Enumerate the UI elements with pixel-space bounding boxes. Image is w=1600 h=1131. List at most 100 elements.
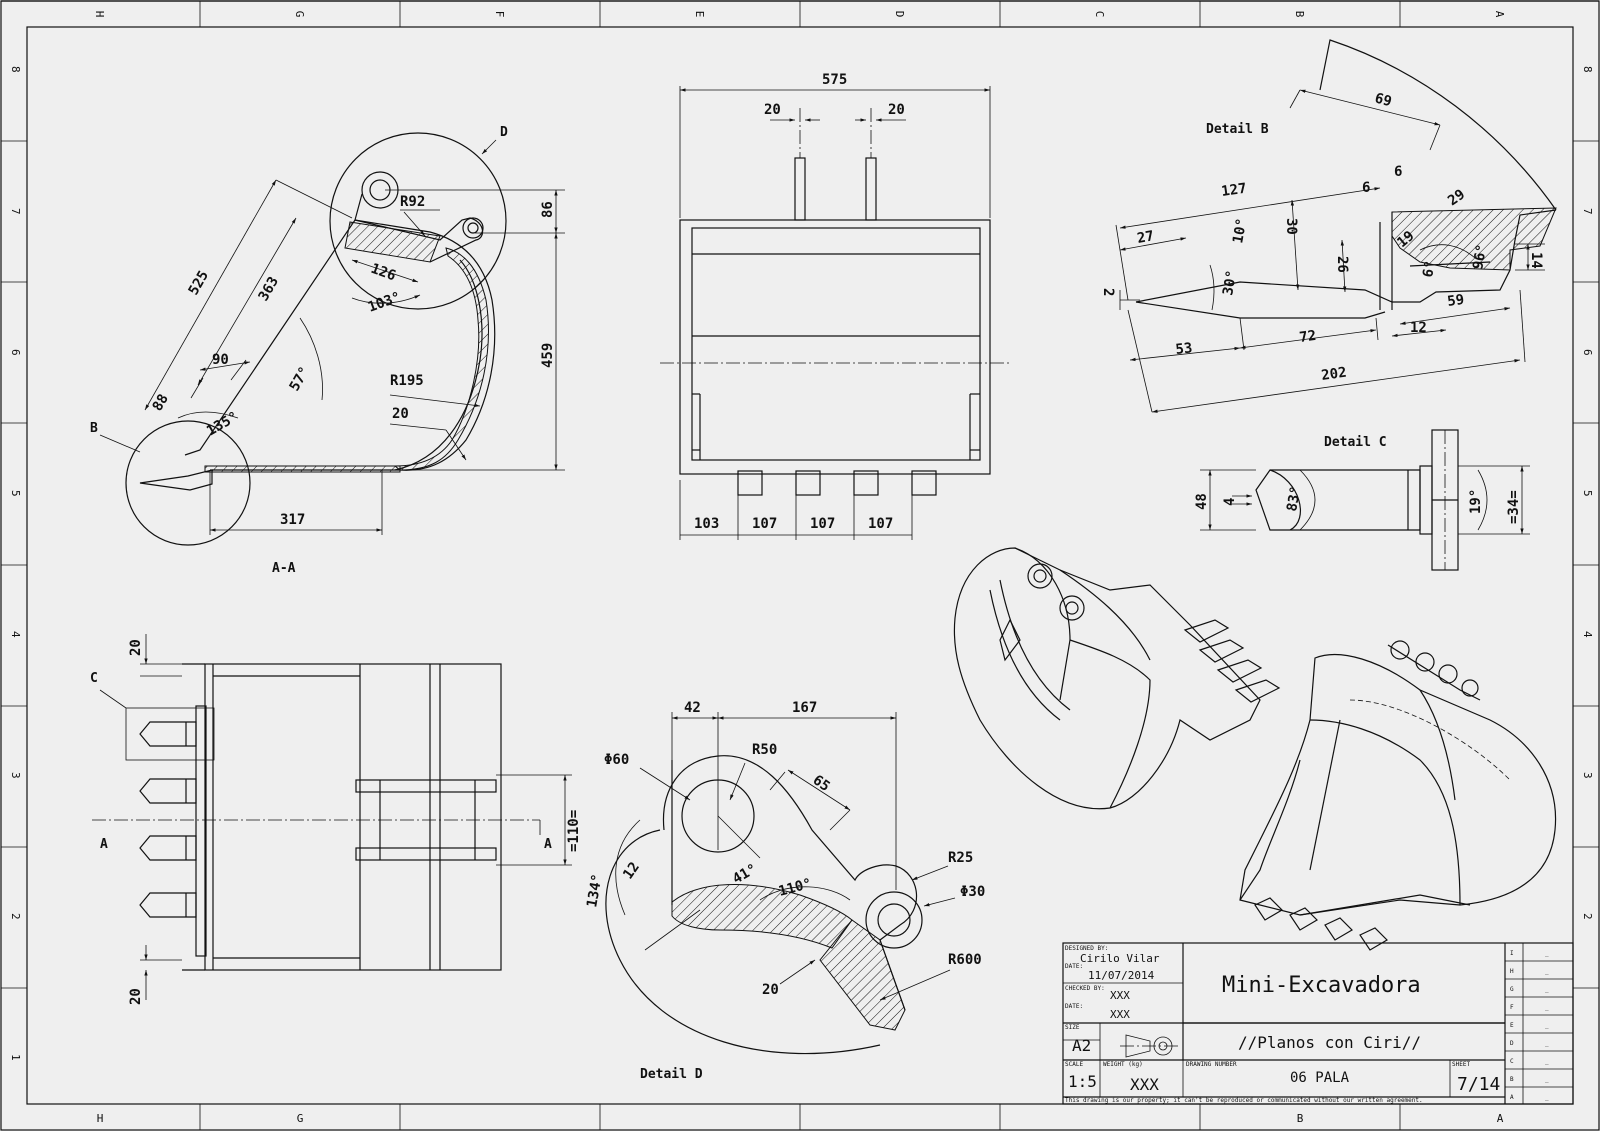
sheet-label: SHEET bbox=[1452, 1061, 1470, 1068]
scale-value: 1:5 bbox=[1068, 1072, 1097, 1091]
revision-value: _ bbox=[1545, 1022, 1549, 1029]
dim-29: 29 bbox=[1445, 187, 1468, 210]
dim-4: 4 bbox=[1222, 498, 1238, 506]
date2-label: DATE: bbox=[1065, 1003, 1083, 1010]
drawing-number-label: DRAWING NUMBER bbox=[1186, 1061, 1237, 1068]
detail-d-label: Detail D bbox=[640, 1067, 703, 1082]
revision-value: _ bbox=[1545, 986, 1549, 993]
checked-by-label: CHECKED BY: bbox=[1065, 985, 1105, 992]
revision-letter: H bbox=[1510, 968, 1514, 975]
row-label: 5 bbox=[9, 490, 22, 497]
dim-103: 103 bbox=[694, 516, 719, 532]
dim-363: 363 bbox=[256, 274, 283, 304]
revision-letter: D bbox=[1510, 1040, 1514, 1047]
dim-96-deg: 96° bbox=[1470, 243, 1490, 271]
drawing-subtitle: //Planos con Ciri// bbox=[1238, 1033, 1421, 1052]
drawing-title: Mini-Excavadora bbox=[1222, 973, 1421, 998]
revision-value: _ bbox=[1545, 950, 1549, 957]
scale-label: SCALE bbox=[1065, 1061, 1083, 1068]
dim-20-top: 20 bbox=[128, 639, 144, 656]
dim-27: 27 bbox=[1136, 228, 1155, 247]
dim-10-deg: 10° bbox=[1230, 217, 1250, 245]
revision-value: _ bbox=[1545, 1094, 1549, 1101]
row-label: 8 bbox=[1581, 66, 1594, 73]
dim-30: 30 bbox=[1283, 218, 1299, 235]
dim-19-deg: 19° bbox=[1468, 489, 1484, 514]
col-label: A bbox=[1497, 1112, 1504, 1125]
dim-6-a: 6 bbox=[1362, 180, 1370, 196]
col-label: C bbox=[1093, 11, 1106, 18]
detail-c-marker: C bbox=[90, 671, 98, 686]
dim-r600: R600 bbox=[948, 952, 982, 968]
col-label: H bbox=[93, 11, 106, 18]
plan-view: 20 20 =110= A A C bbox=[90, 634, 582, 1005]
dim-167: 167 bbox=[792, 700, 817, 716]
dim-42: 42 bbox=[684, 700, 701, 716]
dim-107-b: 107 bbox=[810, 516, 835, 532]
dim-134: 134° bbox=[584, 873, 606, 909]
revision-letter: G bbox=[1510, 986, 1514, 993]
detail-b-view: 69 127 6 6 29 27 10° 30 26 19 6° 96° 14 … bbox=[1100, 39, 1557, 413]
dim-110: =110= bbox=[566, 810, 582, 852]
dim-88: 88 bbox=[150, 391, 172, 414]
dim-107-c: 107 bbox=[868, 516, 893, 532]
col-label: A bbox=[1493, 11, 1506, 18]
row-label: 7 bbox=[1581, 208, 1594, 215]
dim-525: 525 bbox=[186, 268, 213, 298]
col-label: G bbox=[293, 11, 306, 18]
drawing-number: 06 PALA bbox=[1290, 1070, 1350, 1086]
col-label: H bbox=[97, 1112, 104, 1125]
dim-34: =34= bbox=[1506, 490, 1522, 524]
row-label: 3 bbox=[9, 772, 22, 779]
detail-d-marker: D bbox=[500, 125, 508, 140]
dim-14: 14 bbox=[1528, 252, 1544, 269]
revision-value: _ bbox=[1545, 1040, 1549, 1047]
weight-value: XXX bbox=[1130, 1075, 1159, 1094]
dim-103: 103° bbox=[366, 289, 403, 316]
dim-r25: R25 bbox=[948, 850, 973, 866]
row-label: 7 bbox=[9, 208, 22, 215]
revision-value: _ bbox=[1545, 1058, 1549, 1065]
dim-phi60: Φ60 bbox=[604, 752, 629, 768]
isometric-view-1 bbox=[953, 547, 1281, 810]
dim-575: 575 bbox=[822, 72, 847, 88]
col-label: D bbox=[893, 11, 906, 18]
size-label: SIZE bbox=[1065, 1024, 1080, 1031]
dim-6-b: 6 bbox=[1394, 164, 1402, 180]
revision-value: _ bbox=[1545, 968, 1549, 975]
detail-c-view: 48 4 83° 19° =34= Detail C bbox=[1194, 429, 1530, 571]
dim-107-a: 107 bbox=[752, 516, 777, 532]
row-label: 6 bbox=[9, 349, 22, 356]
revision-value: _ bbox=[1545, 1076, 1549, 1083]
section-label-a-a: A-A bbox=[272, 561, 296, 576]
ownership-notice: This drawing is our property; it can't b… bbox=[1065, 1097, 1423, 1104]
top-view: 575 20 20 103 107 107 107 bbox=[660, 72, 1010, 540]
sheet-number: 7/14 bbox=[1457, 1074, 1500, 1095]
dim-202: 202 bbox=[1320, 365, 1347, 384]
detail-d-view: 42 167 Φ60 R50 65 134° 12 41° 110° R25 Φ… bbox=[584, 700, 985, 1082]
title-block: DESIGNED BY: Cirilo Vilar DATE: 11/07/20… bbox=[1062, 942, 1574, 1105]
sheet-size: A2 bbox=[1072, 1036, 1091, 1055]
dim-126: 126 bbox=[369, 261, 398, 285]
dim-57: 57° bbox=[287, 364, 314, 394]
detail-b-label: Detail B bbox=[1206, 122, 1269, 137]
row-label: 6 bbox=[1581, 349, 1594, 356]
row-label: 1 bbox=[9, 1054, 22, 1061]
dim-53: 53 bbox=[1175, 340, 1193, 358]
dim-72: 72 bbox=[1298, 328, 1317, 346]
dim-65: 65 bbox=[810, 772, 833, 795]
dim-phi30: Φ30 bbox=[960, 884, 985, 900]
revision-letter: A bbox=[1510, 1094, 1514, 1101]
weight-label: WEIGHT (kg) bbox=[1103, 1061, 1143, 1068]
col-label: B bbox=[1297, 1112, 1304, 1125]
detail-b-circle bbox=[125, 420, 251, 546]
dim-83-deg: 83° bbox=[1284, 485, 1304, 513]
section-marker-a-right: A bbox=[544, 837, 552, 852]
dim-12: 12 bbox=[620, 859, 643, 882]
dim-459: 459 bbox=[540, 343, 556, 368]
dim-r195: R195 bbox=[390, 373, 424, 389]
revision-value: _ bbox=[1545, 1004, 1549, 1011]
